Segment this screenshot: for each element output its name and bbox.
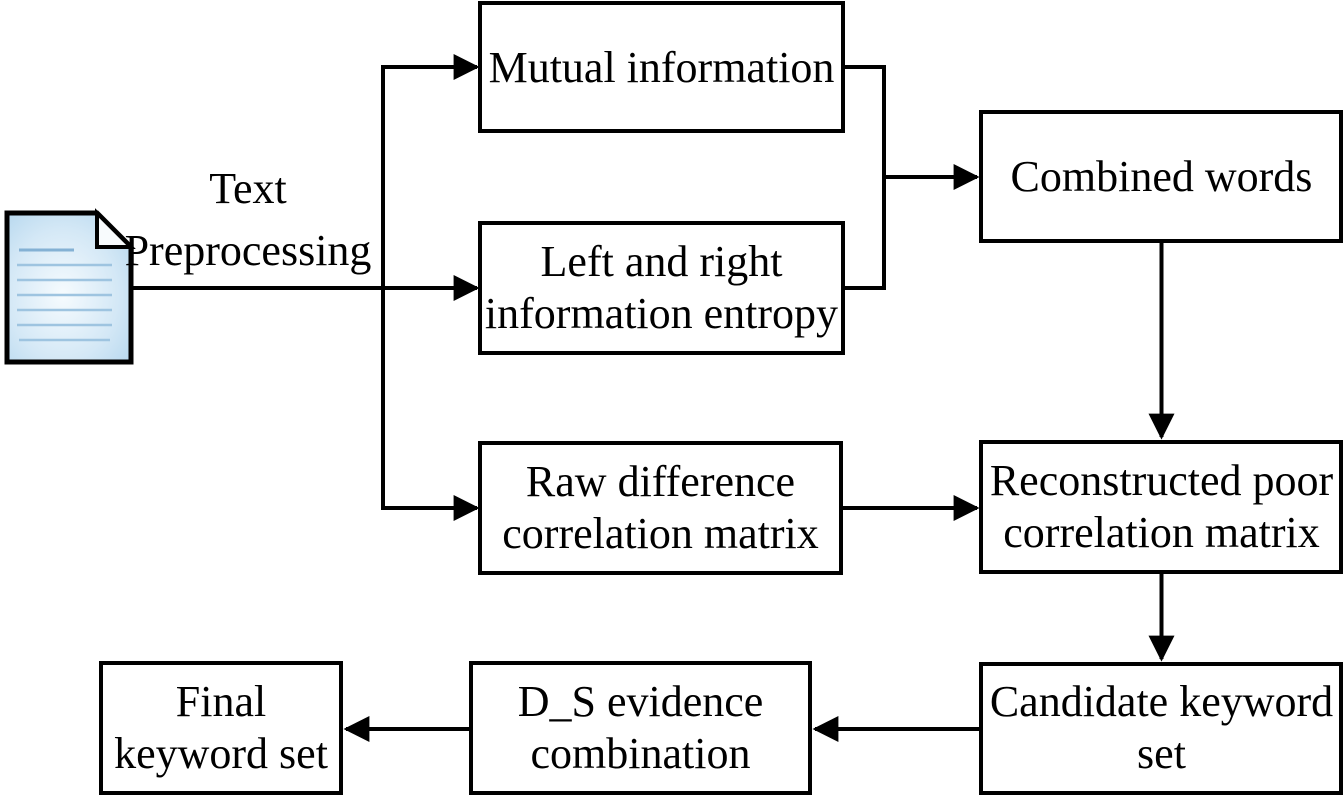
node-candidate-keyword-set: Candidate keyword set bbox=[979, 662, 1343, 795]
node-final-keyword-set: Final keyword set bbox=[99, 661, 343, 795]
edge-document-to-raw bbox=[381, 288, 480, 521]
edge-label-line2: Preprocessing bbox=[125, 226, 372, 275]
edge-label-text-preprocessing: Text Preprocessing bbox=[125, 164, 372, 275]
node-box bbox=[99, 661, 343, 795]
node-label-line2: correlation matrix bbox=[1003, 508, 1319, 557]
document-icon bbox=[4, 208, 136, 365]
node-box bbox=[979, 440, 1343, 574]
node-label-line1: Left and right bbox=[541, 237, 783, 286]
node-label-line2: correlation matrix bbox=[502, 509, 818, 558]
node-label-line1: Raw difference bbox=[526, 457, 795, 506]
edge-document-to-mutual bbox=[381, 54, 480, 288]
node-label-line2: combination bbox=[531, 729, 751, 778]
node-combined-words: Combined words bbox=[979, 110, 1343, 243]
node-label-line2: information entropy bbox=[485, 289, 838, 338]
edge-merge-bracket bbox=[843, 65, 886, 290]
node-label-line1: Reconstructed poor bbox=[990, 456, 1334, 505]
node-left-right-information-entropy: Left and right information entropy bbox=[478, 221, 845, 355]
node-box bbox=[478, 441, 843, 575]
node-ds-evidence-combination: D_S evidence combination bbox=[469, 661, 812, 795]
node-label: Mutual information bbox=[489, 43, 835, 92]
node-box bbox=[478, 1, 845, 133]
node-label-line2: set bbox=[1137, 729, 1186, 778]
node-box bbox=[979, 110, 1343, 243]
node-raw-difference-correlation-matrix: Raw difference correlation matrix bbox=[478, 441, 843, 575]
node-label: Combined words bbox=[1011, 152, 1313, 201]
edge-label-line1: Text bbox=[209, 164, 287, 213]
node-label-line1: D_S evidence bbox=[518, 677, 764, 726]
node-box bbox=[469, 661, 812, 795]
node-label-line1: Candidate keyword bbox=[990, 677, 1333, 726]
node-label-line1: Final bbox=[176, 677, 266, 726]
node-box bbox=[979, 662, 1343, 795]
document-text-lines bbox=[17, 248, 112, 342]
document-fold-corner bbox=[95, 208, 136, 249]
node-box bbox=[478, 221, 845, 355]
node-label-line2: keyword set bbox=[114, 729, 328, 778]
node-mutual-information: Mutual information bbox=[478, 1, 845, 133]
node-reconstructed-poor-correlation-matrix: Reconstructed poor correlation matrix bbox=[979, 440, 1343, 574]
